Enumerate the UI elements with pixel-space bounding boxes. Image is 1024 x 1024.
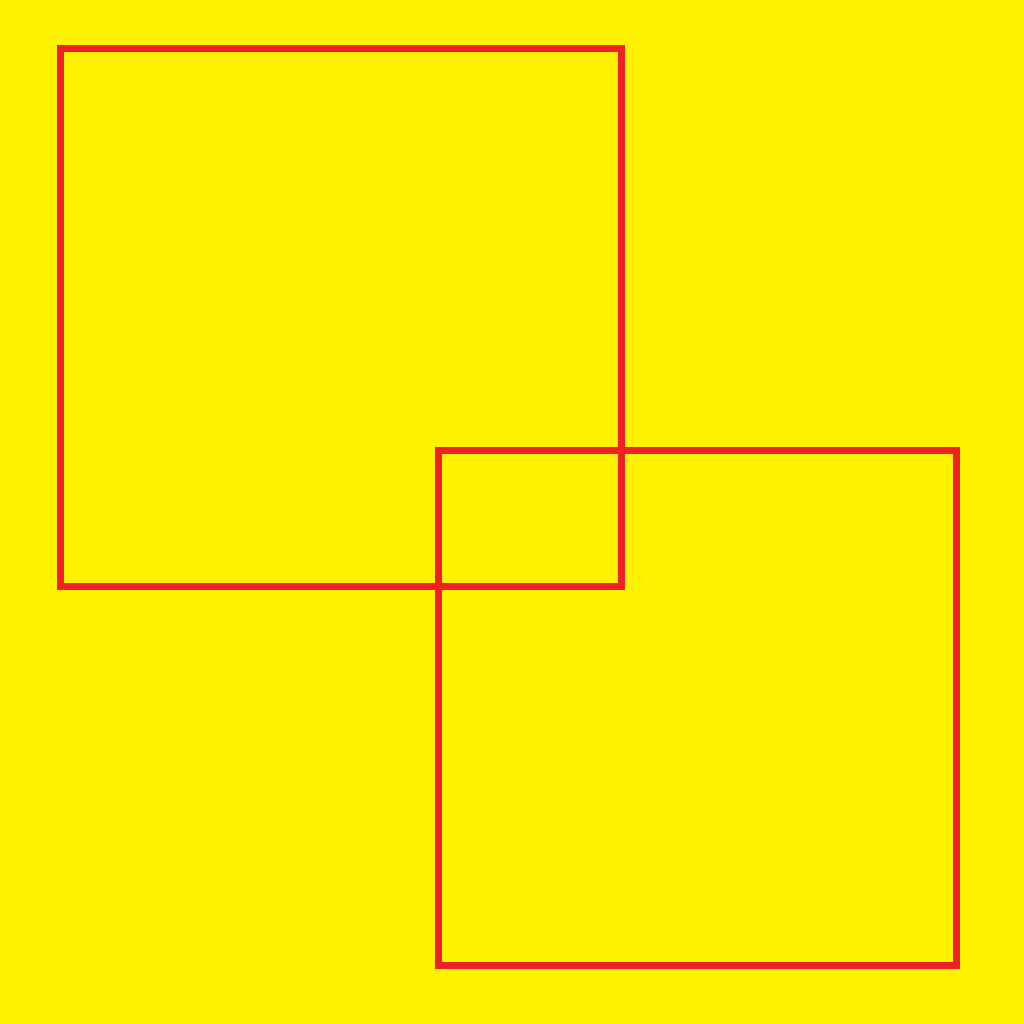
square-outline-top-left [57, 45, 625, 590]
square-outline-bottom-right [435, 447, 960, 969]
